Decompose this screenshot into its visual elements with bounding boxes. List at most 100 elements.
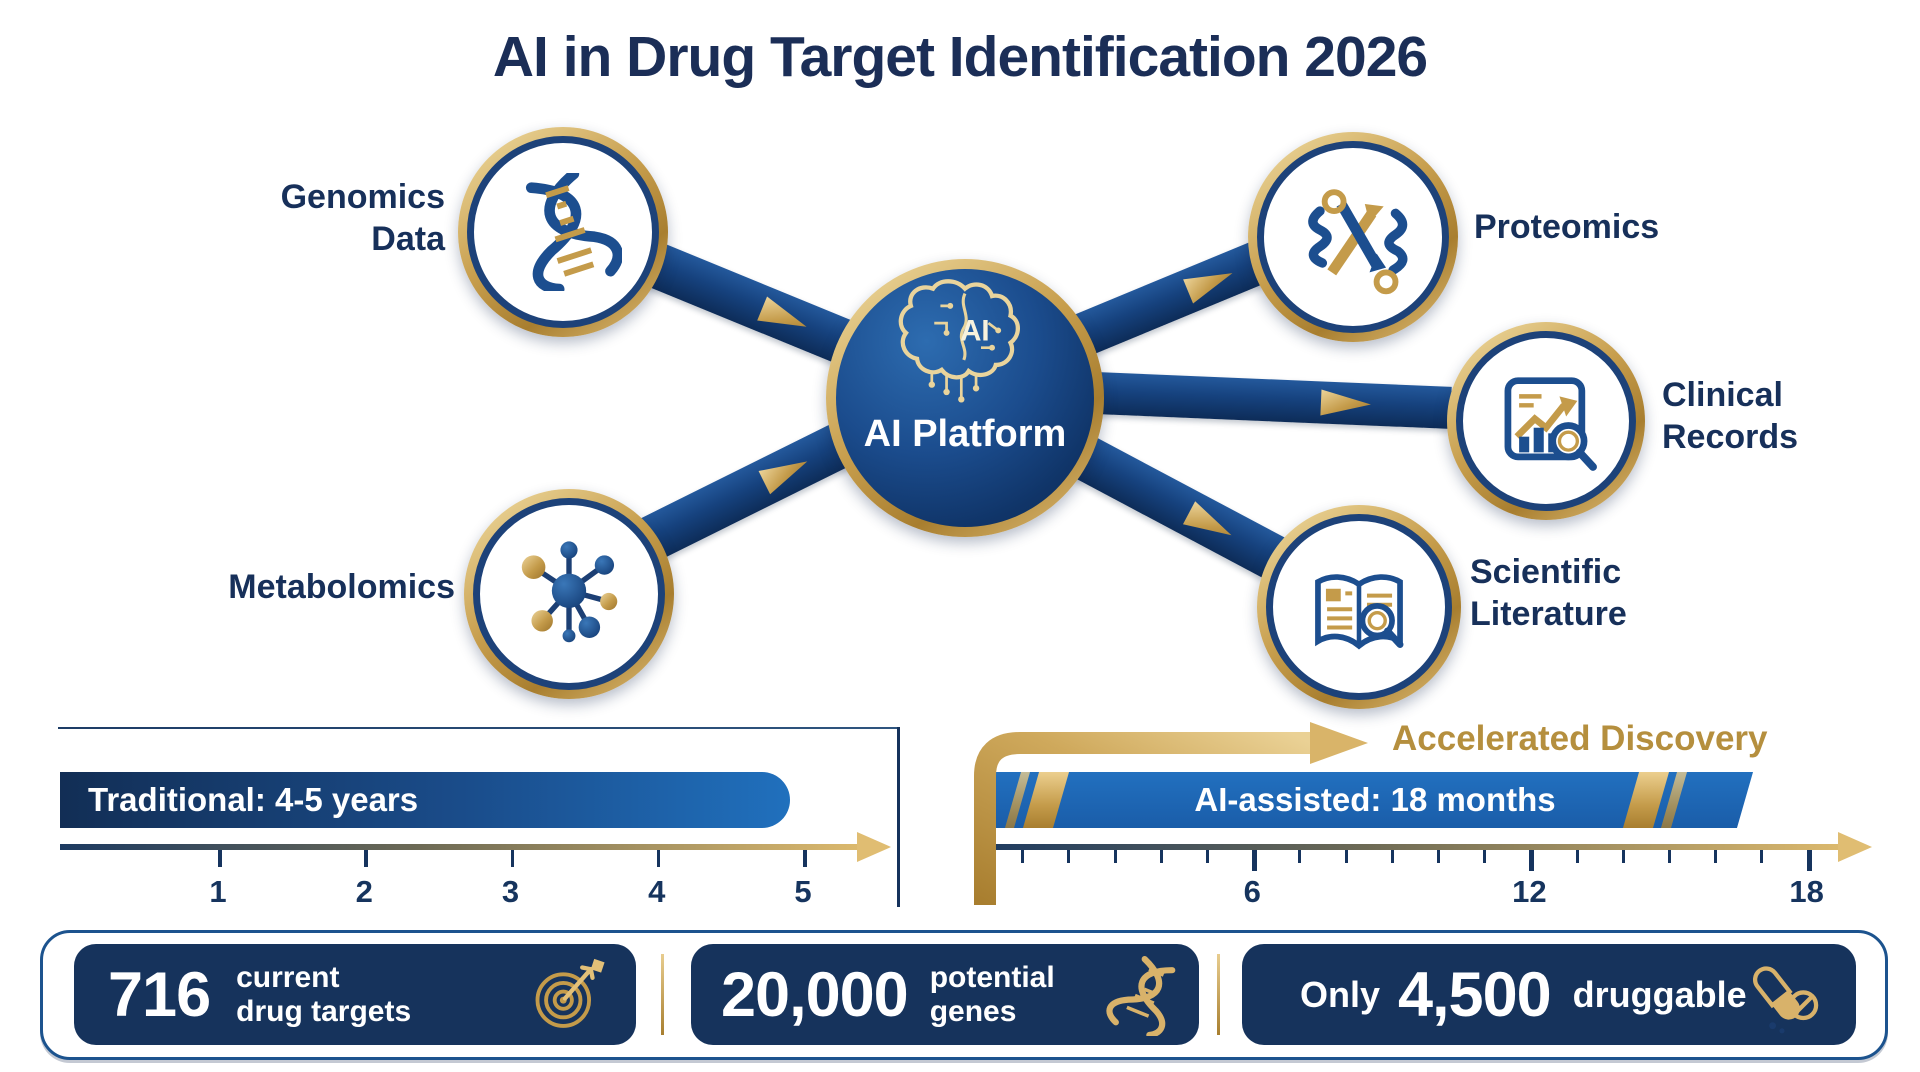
connector-genomics-to-ai — [624, 234, 854, 364]
months-axis-line — [975, 844, 1843, 850]
axis-tick — [1529, 850, 1535, 871]
timeline-divider-line — [897, 727, 900, 907]
clinical-records-node-face — [1456, 331, 1636, 511]
clinical-records-label: Clinical Records — [1662, 374, 1912, 458]
dna-icon — [1106, 955, 1176, 1036]
traditional-timeline-bar: Traditional: 4-5 years — [60, 772, 790, 828]
stat-card-drug-targets: 716 current drug targets — [74, 944, 636, 1045]
scientific-literature-label-line2: Literature — [1470, 595, 1627, 633]
axis-tick — [1021, 850, 1025, 863]
gold-arrow-icon — [675, 461, 807, 529]
axis-tick — [1113, 850, 1117, 863]
stats-divider — [1217, 954, 1220, 1035]
years-axis-ticks: 1 2 3 4 5 — [60, 850, 880, 920]
dna-helix-icon — [525, 173, 622, 291]
axis-tick-label: 12 — [1512, 874, 1547, 909]
axis-tick-label: 3 — [501, 874, 520, 909]
clinical-records-node — [1447, 322, 1645, 520]
proteomics-label: Proteomics — [1474, 206, 1794, 248]
months-axis-arrowhead-icon — [1838, 832, 1872, 862]
stat-label-line2: drug targets — [236, 994, 412, 1028]
scientific-literature-label-line1: Scientific — [1470, 553, 1622, 591]
metabolomics-node-face — [473, 498, 665, 690]
axis-tick — [1344, 850, 1348, 863]
axis-tick — [1621, 850, 1625, 863]
axis-tick — [656, 850, 661, 867]
axis-tick-label: 5 — [794, 874, 812, 909]
stat-label-line1: current — [236, 960, 340, 994]
protein-ribbon-icon — [1308, 189, 1408, 295]
stat-prefix: Only — [1300, 973, 1381, 1015]
ai-platform-node-face: AI AI Platform — [836, 269, 1094, 527]
stat-value: 716 — [108, 959, 211, 1030]
axis-tick — [1714, 850, 1718, 863]
traditional-timeline-label: Traditional: 4-5 years — [88, 781, 419, 818]
axis-tick — [1575, 850, 1579, 863]
connector-ai-to-proteomics — [1056, 239, 1274, 363]
accelerated-discovery-arrow-icon — [974, 722, 1368, 905]
clinical-records-label-line1: Clinical — [1662, 376, 1783, 414]
axis-tick — [1159, 850, 1163, 863]
gold-arrow-icon — [1101, 464, 1232, 536]
gold-arrow-icon — [1096, 273, 1233, 331]
axis-tick-label: 18 — [1789, 874, 1824, 909]
gold-arrow-icon — [1154, 389, 1371, 416]
scientific-literature-label: Scientific Literature — [1470, 551, 1720, 635]
clinical-records-label-line2: Records — [1662, 418, 1799, 456]
axis-tick — [1760, 850, 1764, 863]
section-separator-line — [58, 727, 898, 729]
stat-label: current drug targets — [236, 961, 411, 1029]
pill-icon — [1752, 965, 1818, 1033]
stat-label-line2: genes — [929, 994, 1017, 1028]
ai-platform-node: AI AI Platform — [826, 259, 1104, 537]
stats-divider — [661, 954, 664, 1035]
stat-label: potential genes — [930, 961, 1055, 1029]
stat-suffix: druggable — [1572, 973, 1747, 1015]
proteomics-node-face — [1257, 141, 1449, 333]
stat-value: 4,500 — [1398, 959, 1552, 1030]
axis-tick — [803, 850, 807, 867]
genomics-node-face — [467, 136, 659, 328]
axis-tick — [1483, 850, 1487, 863]
ai-icon-text: AI — [960, 314, 990, 347]
page-title: AI in Drug Target Identification 2026 — [492, 25, 1428, 89]
proteomics-node — [1248, 132, 1458, 342]
book-magnifier-icon — [1315, 574, 1404, 650]
axis-tick-label: 2 — [355, 874, 373, 909]
stat-card-druggable: Only 4,500 druggable — [1242, 944, 1856, 1045]
axis-tick-label: 1 — [209, 874, 227, 909]
axis-tick — [1206, 850, 1209, 863]
connector-ai-to-literature — [1049, 423, 1285, 579]
axis-tick — [364, 850, 368, 867]
metabolomics-node — [464, 489, 674, 699]
chart-magnifier-icon — [1504, 377, 1597, 471]
gold-arrow-icon — [670, 269, 807, 327]
connector-ai-to-clinical — [1073, 371, 1452, 429]
genomics-label: Genomics Data — [165, 176, 445, 260]
axis-tick — [1252, 850, 1258, 871]
metabolomics-label: Metabolomics — [145, 566, 455, 608]
axis-tick — [1298, 850, 1302, 863]
metabolomics-label-line1: Metabolomics — [228, 568, 455, 606]
genomics-label-line1: Genomics — [280, 178, 445, 216]
scientific-literature-node — [1257, 505, 1461, 709]
brain-circuit-icon: AI — [898, 279, 1021, 403]
connector-metabolomics-to-ai — [626, 421, 857, 567]
genomics-label-line2: Data — [371, 220, 445, 258]
accelerated-discovery-label: Accelerated Discovery — [1392, 719, 1768, 758]
genomics-node — [458, 127, 668, 337]
years-axis-line — [60, 844, 860, 850]
proteomics-label-line1: Proteomics — [1474, 208, 1660, 246]
axis-tick — [218, 850, 222, 867]
stat-label-line1: potential — [929, 960, 1055, 994]
axis-tick — [1390, 850, 1394, 863]
stat-card-potential-genes: 20,000 potential genes — [691, 944, 1199, 1045]
axis-tick-label: 4 — [648, 874, 666, 909]
stat-value: 20,000 — [721, 959, 909, 1030]
ai-platform-label: AI Platform — [863, 413, 1067, 455]
axis-tick — [1437, 850, 1440, 863]
target-icon — [535, 958, 605, 1028]
axis-tick — [1067, 850, 1071, 863]
